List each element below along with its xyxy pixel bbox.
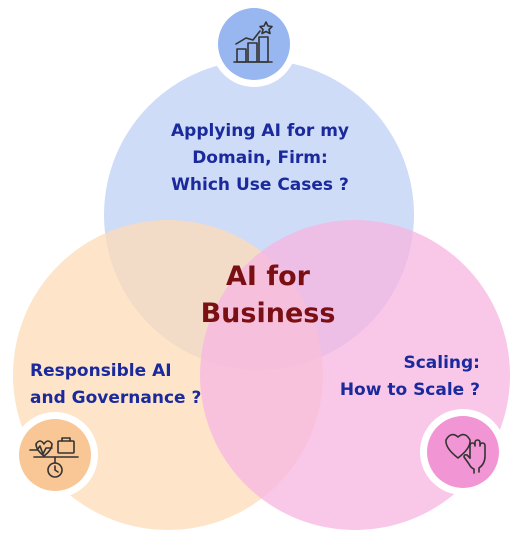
- top-badge: [218, 8, 290, 80]
- segment-left-line2: and Governance ?: [30, 388, 202, 408]
- segment-right-line1: Scaling:: [403, 353, 480, 373]
- segment-label-right: Scaling: How to Scale ?: [300, 350, 480, 404]
- growth-chart-star-icon: [233, 21, 273, 63]
- right-badge: [427, 416, 499, 488]
- left-badge: [19, 419, 91, 491]
- segment-right-line2: How to Scale ?: [339, 380, 480, 400]
- heart-hand-icon: [445, 433, 486, 474]
- segment-top-line1: Applying AI for my: [171, 121, 349, 141]
- center-title-line2: Business: [200, 298, 336, 329]
- center-title: AI for Business: [168, 258, 368, 332]
- center-title-line1: AI for: [226, 261, 310, 292]
- segment-label-top: Applying AI for my Domain, Firm: Which U…: [130, 118, 390, 199]
- segment-top-line2: Domain, Firm:: [192, 148, 328, 168]
- balance-scale-clock-icon: [29, 437, 79, 478]
- segment-label-left: Responsible AI and Governance ?: [30, 358, 201, 412]
- segment-left-line1: Responsible AI: [30, 361, 172, 381]
- segment-top-line3: Which Use Cases ?: [171, 175, 349, 195]
